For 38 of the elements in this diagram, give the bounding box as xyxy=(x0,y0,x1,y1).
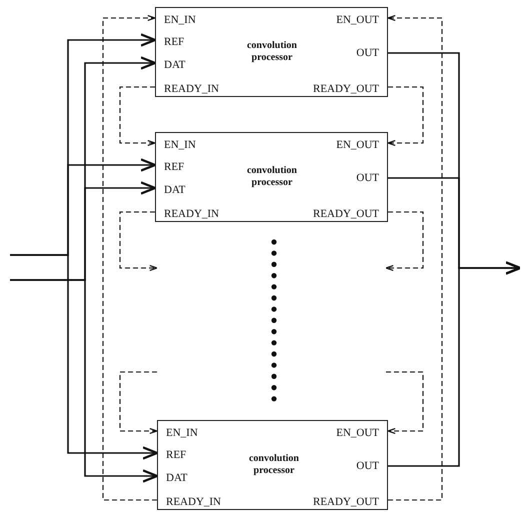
signal-arrow xyxy=(388,261,522,467)
port-label: EN_OUT xyxy=(336,427,379,439)
processor-box xyxy=(155,132,388,222)
dashed-arrow xyxy=(102,15,157,501)
port-label: EN_IN xyxy=(166,427,198,439)
dashed-arrow xyxy=(385,211,424,271)
port-label: READY_IN xyxy=(166,496,221,508)
port-label: READY_IN xyxy=(164,83,219,95)
port-label: REF xyxy=(166,449,186,461)
signal-arrow xyxy=(10,254,158,460)
port-label: DAT xyxy=(164,184,186,196)
port-label: READY_OUT xyxy=(313,83,379,95)
processor-box xyxy=(157,420,388,510)
dashed-arrow xyxy=(387,86,424,146)
port-label: REF xyxy=(164,161,184,173)
dashed-arrow xyxy=(119,371,158,434)
port-label: READY_OUT xyxy=(313,496,379,508)
port-label: DAT xyxy=(166,472,188,484)
port-label: EN_OUT xyxy=(336,14,379,26)
signal-arrow xyxy=(10,279,158,483)
processor-title: convolution processor xyxy=(246,40,298,64)
port-label: READY_IN xyxy=(164,208,219,220)
port-label: OUT xyxy=(356,172,379,184)
dashed-arrow xyxy=(119,211,158,271)
port-label: REF xyxy=(164,36,184,48)
port-label: OUT xyxy=(356,460,379,472)
port-label: DAT xyxy=(164,59,186,71)
processor-title: convolution processor xyxy=(246,165,298,189)
processor-title: convolution processor xyxy=(248,453,300,477)
port-label: EN_OUT xyxy=(336,139,379,151)
processor-box xyxy=(155,7,388,97)
port-label: EN_IN xyxy=(164,139,196,151)
port-label: EN_IN xyxy=(164,14,196,26)
dashed-arrow xyxy=(387,15,443,501)
port-label: READY_OUT xyxy=(313,208,379,220)
dashed-arrow xyxy=(119,86,156,146)
port-label: OUT xyxy=(356,47,379,59)
dashed-arrow xyxy=(386,371,424,434)
